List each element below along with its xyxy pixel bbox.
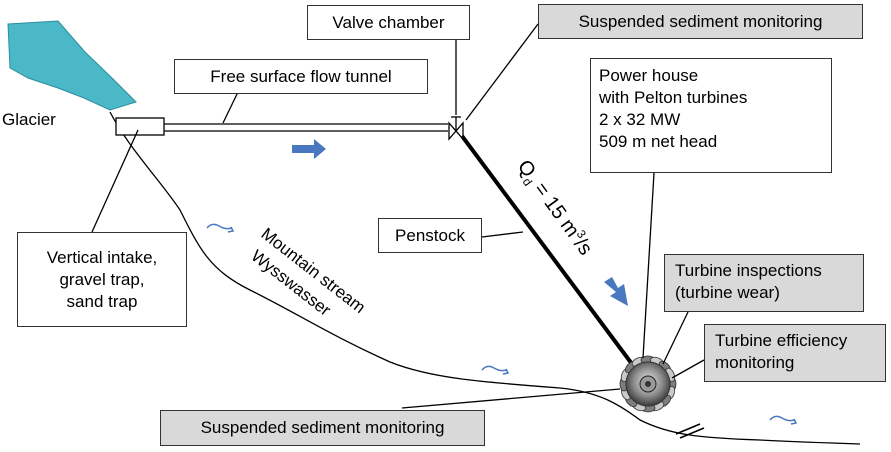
vertical-intake-line-1: Vertical intake,	[46, 247, 158, 267]
callout-line-power-house	[642, 172, 655, 359]
power-house-line-4: 509 m net head	[599, 132, 718, 151]
vertical-intake-line-2: gravel trap,	[59, 269, 145, 289]
callout-line-intake	[91, 129, 139, 233]
discharge-unit-tail: /s	[570, 234, 597, 260]
suspended-sediment-bottom-box: Suspended sediment monitoring	[160, 410, 485, 446]
turbine-inspections-line-1: Turbine inspections	[675, 261, 822, 280]
river-crossing-mark-1	[675, 423, 701, 435]
free-surface-tunnel-box: Free surface flow tunnel	[174, 59, 428, 94]
callout-line-sediment-top	[465, 23, 539, 121]
turbine-inspections-line-2: (turbine wear)	[675, 283, 780, 302]
river-crossing-mark-2	[679, 427, 705, 439]
suspended-sediment-top-label: Suspended sediment monitoring	[578, 11, 823, 31]
vertical-intake-line-3: sand trap	[66, 291, 138, 311]
callout-line-sediment-bottom	[401, 388, 621, 409]
stream-flow-icon	[481, 365, 507, 372]
penstock-line	[460, 134, 634, 366]
intake-structure	[115, 117, 165, 136]
power-house-box: Power house with Pelton turbines 2 x 32 …	[590, 58, 832, 173]
suspended-sediment-top-box: Suspended sediment monitoring	[538, 4, 863, 39]
stream-flow-icon	[227, 226, 235, 233]
stream-flow-icon	[790, 418, 798, 425]
stream-flow-icon	[769, 415, 795, 422]
callout-line-penstock	[481, 231, 524, 238]
discharge-label: Qd = 15 m3/s	[511, 155, 599, 261]
callout-line-turbine-inspections	[662, 311, 689, 365]
stream-flow-icon	[502, 368, 510, 375]
callout-line-tunnel	[222, 91, 239, 124]
suspended-sediment-bottom-label: Suspended sediment monitoring	[200, 418, 445, 437]
power-house-line-3: 2 x 32 MW	[599, 110, 681, 129]
penstock-box: Penstock	[378, 218, 482, 253]
flow-direction-arrow-icon-penstock	[604, 277, 628, 306]
callout-line-turbine-efficiency	[671, 359, 705, 379]
glacier-shape	[7, 20, 137, 111]
turbine-efficiency-line-2: monitoring	[715, 353, 795, 372]
vertical-intake-box: Vertical intake, gravel trap, sand trap	[17, 232, 187, 327]
power-house-line-1: Power house	[599, 66, 699, 85]
valve-chamber-box: Valve chamber	[307, 5, 470, 40]
valve-chamber-label: Valve chamber	[332, 12, 445, 32]
stream-flow-icon	[206, 223, 232, 230]
turbine-inspections-box: Turbine inspections (turbine wear)	[664, 254, 864, 312]
glacier-label: Glacier	[2, 110, 56, 129]
pelton-turbine-icon	[619, 355, 677, 413]
terrain-line	[109, 111, 861, 445]
svg-text:Qd = 15 m3/s: Qd = 15 m3/s	[511, 155, 599, 261]
power-house-line-2: with Pelton turbines	[599, 88, 748, 107]
turbine-efficiency-box: Turbine efficiency monitoring	[704, 324, 886, 382]
flow-direction-arrow-icon	[292, 139, 326, 159]
turbine-efficiency-line-1: Turbine efficiency	[715, 331, 848, 350]
penstock-label: Penstock	[395, 225, 465, 245]
valve-icon	[448, 116, 464, 141]
free-surface-tunnel-label: Free surface flow tunnel	[210, 66, 392, 86]
